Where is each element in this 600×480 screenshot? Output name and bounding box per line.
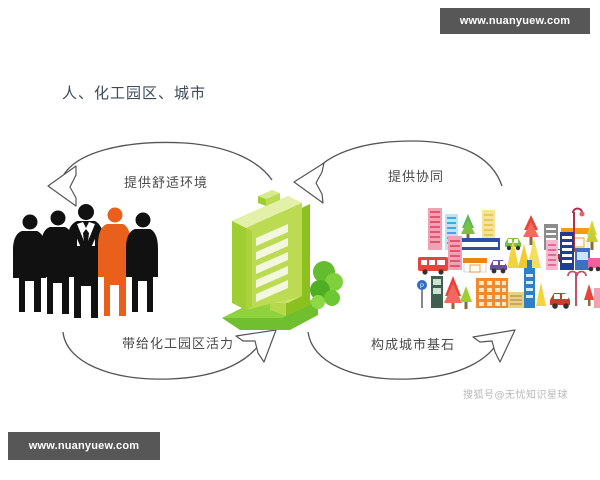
arrow-top-right xyxy=(293,140,503,204)
arrowhead-top-left xyxy=(47,165,77,207)
watermark-bottom-left: www.nuanyuew.com xyxy=(8,432,160,460)
arrowhead-bottom-left xyxy=(235,329,277,363)
arrowhead-bottom-right xyxy=(472,329,516,363)
arrow-label-bottom-right: 构成城市基石 xyxy=(371,338,456,353)
arrow-label-top-right: 提供协同 xyxy=(388,170,445,185)
arrow-label-bottom-left: 带给化工园区活力 xyxy=(122,337,235,352)
colorful-city-illustration: P xyxy=(417,207,600,309)
person-silhouette-2 xyxy=(41,210,74,314)
arrow-bottom-left xyxy=(62,329,277,380)
green-chemical-park-building xyxy=(222,190,343,330)
person-silhouette-1 xyxy=(13,214,46,312)
svg-text:P: P xyxy=(420,284,424,290)
building-bushes xyxy=(310,261,343,309)
arrow-bottom-right xyxy=(307,329,516,380)
attribution-text: 搜狐号@无忧知识星球 xyxy=(463,390,568,401)
person-silhouette-4-highlighted xyxy=(98,207,131,316)
building-window-slats xyxy=(256,224,288,302)
page-title: 人、化工园区、城市 xyxy=(62,84,207,102)
person-silhouette-5 xyxy=(126,212,158,312)
arrowhead-top-right xyxy=(293,162,325,204)
watermark-top-right: www.nuanyuew.com xyxy=(440,8,590,34)
city-row-3: P xyxy=(417,260,600,309)
arrow-top-left xyxy=(47,141,273,207)
person-silhouette-3 xyxy=(67,204,104,318)
arrow-label-top-left: 提供舒适环境 xyxy=(124,176,209,191)
business-people-silhouettes xyxy=(13,204,158,318)
